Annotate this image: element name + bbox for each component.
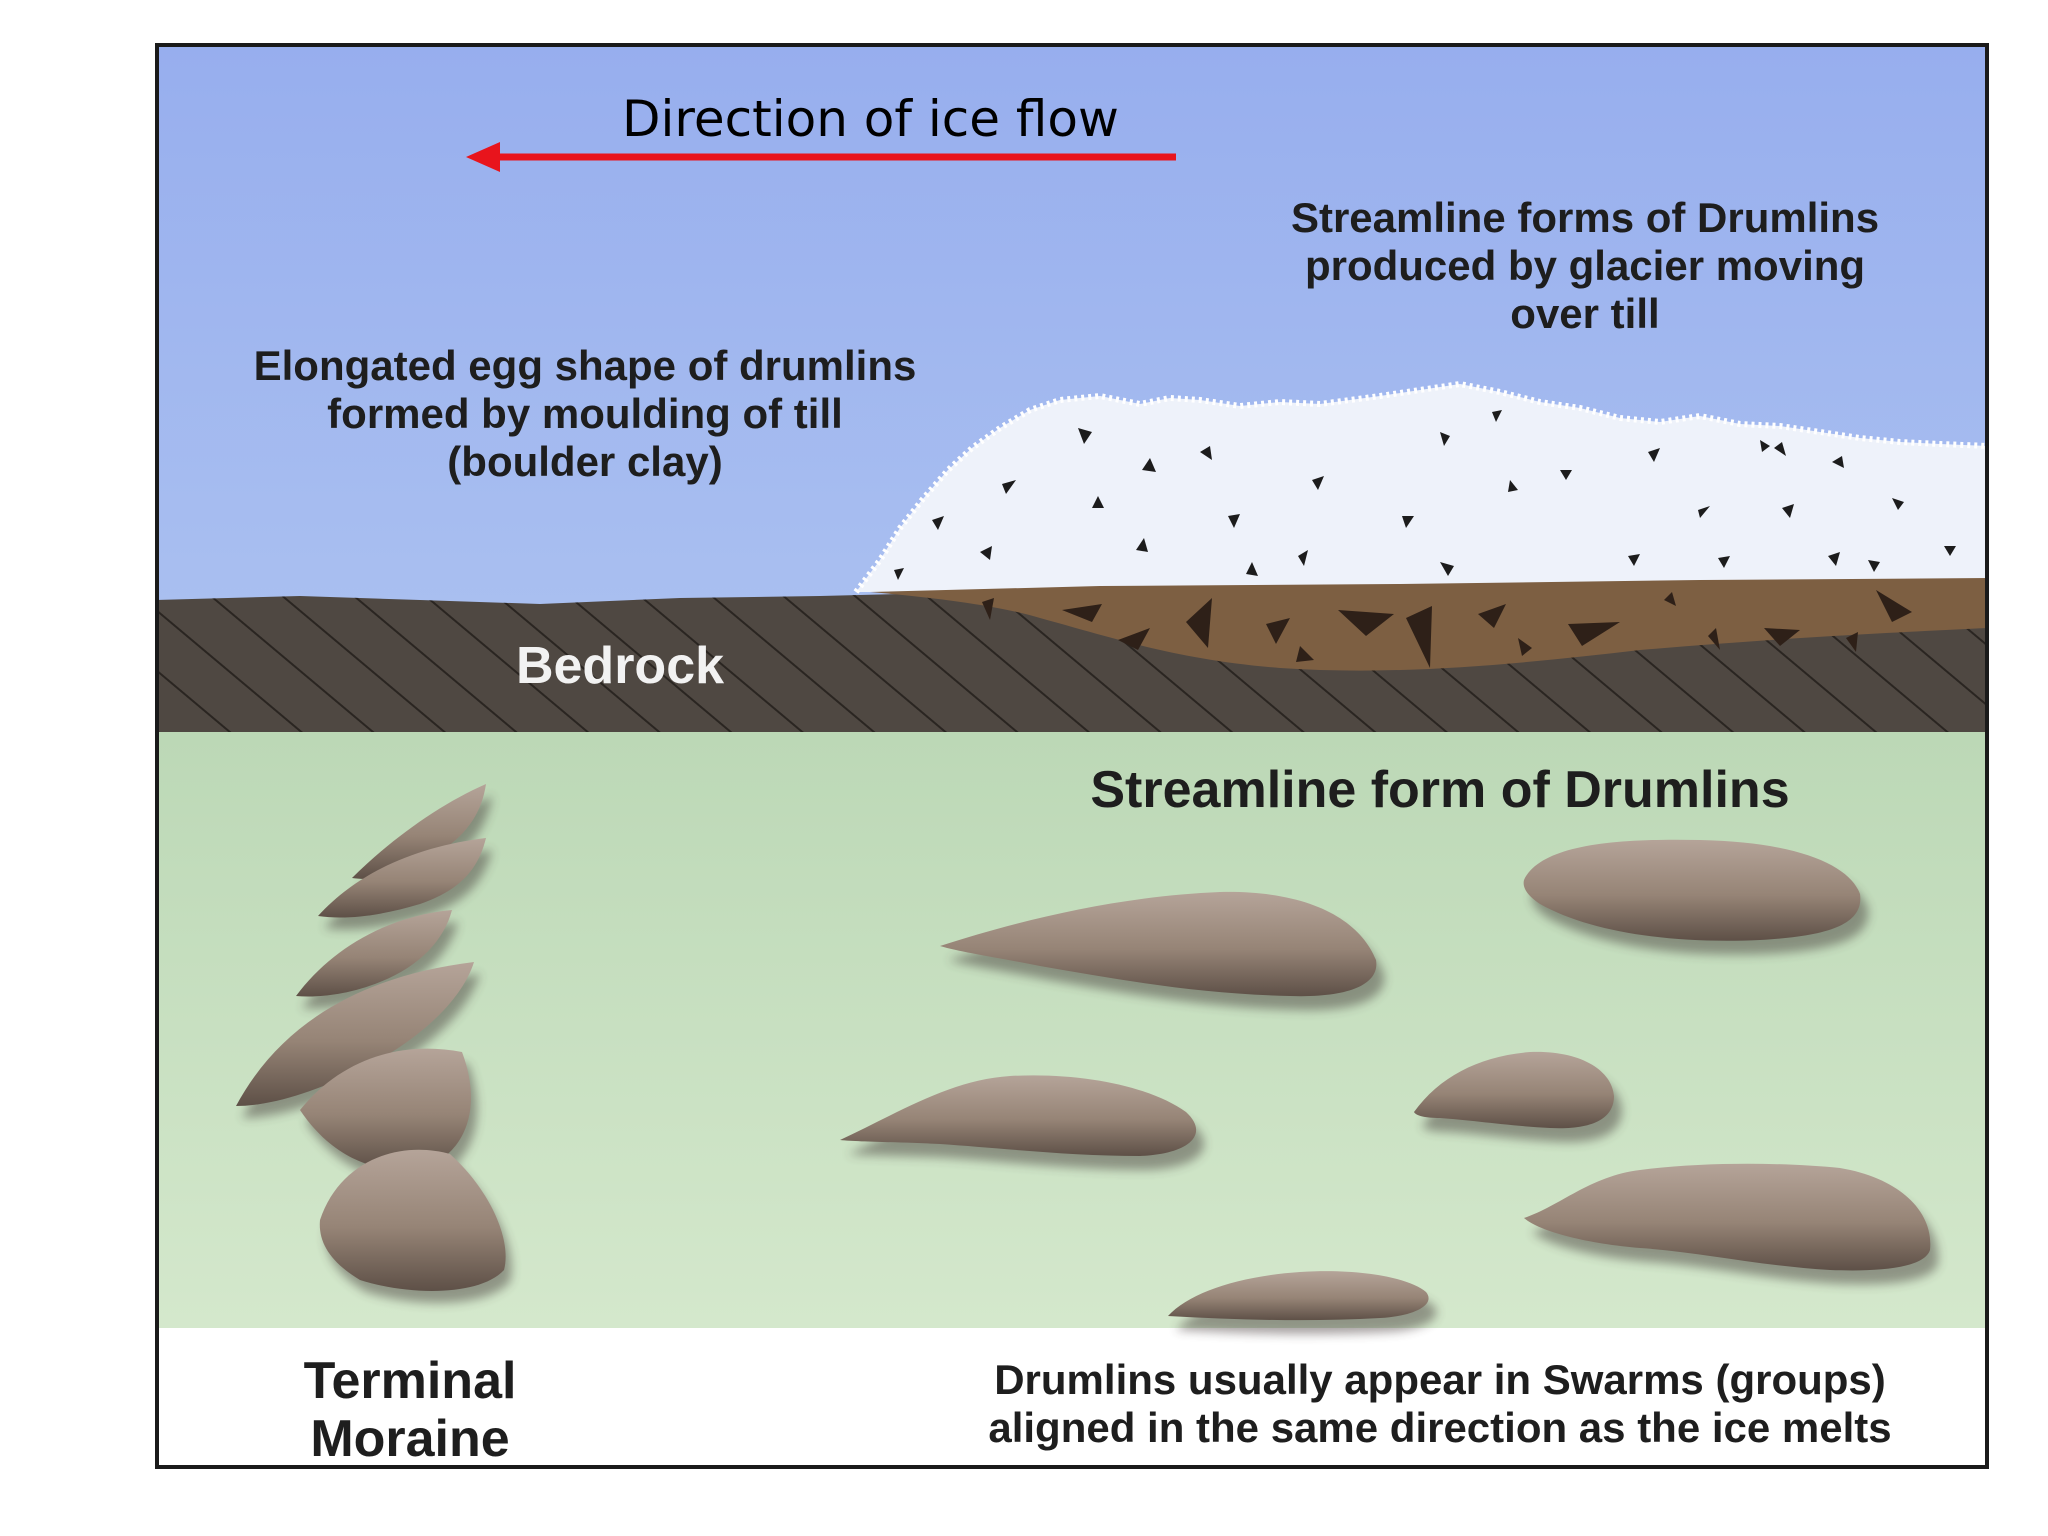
boulder-icon	[1246, 562, 1258, 576]
terminal-moraine	[236, 784, 512, 1303]
drumlin	[1414, 1051, 1614, 1129]
boulder-icon	[1002, 480, 1016, 494]
boulder-icon	[1508, 480, 1518, 492]
boulder-icon	[1648, 448, 1660, 462]
till-boulders	[982, 590, 1912, 668]
boulder-icon	[1312, 476, 1324, 490]
boulder-icon	[1760, 440, 1770, 452]
ice-boulders	[894, 410, 1956, 580]
boulder-icon	[1440, 562, 1454, 576]
drumlin	[1524, 1163, 1931, 1271]
boulder-icon	[1828, 552, 1840, 566]
streamline-forms-label: Streamline forms of Drumlins produced by…	[1290, 194, 1880, 337]
moraine-ridge	[319, 1149, 506, 1291]
boulder-icon	[1718, 556, 1730, 568]
moraine-ridge	[300, 1048, 471, 1170]
boulder-icon	[980, 546, 992, 560]
boulder-icon	[1832, 456, 1844, 468]
swarms-caption: Drumlins usually appear in Swarms (group…	[988, 1356, 1892, 1451]
moraine-ridge	[318, 838, 486, 918]
boulder-icon	[1078, 428, 1092, 444]
boulder-icon	[1782, 504, 1794, 518]
boulder-icon	[1944, 546, 1956, 556]
drumlin	[940, 891, 1377, 997]
moraine-ridge	[236, 962, 474, 1106]
boulder-icon	[1440, 432, 1450, 446]
moraine-ridge	[352, 784, 486, 879]
boulder-icon	[1628, 554, 1640, 566]
drumlin	[1523, 839, 1861, 941]
streamline-form-label: Streamline form of Drumlins	[1090, 761, 1790, 819]
drumlin	[840, 1075, 1197, 1156]
bedrock-label: Bedrock	[515, 637, 725, 695]
terminal-moraine-label: Terminal Moraine	[303, 1352, 517, 1468]
boulder-icon	[1298, 550, 1308, 566]
boulder-icon	[1868, 560, 1880, 572]
drumlin-swarm	[840, 839, 1939, 1335]
caption-band	[156, 1328, 1988, 1468]
glacier-edge	[853, 380, 1988, 594]
boulder-icon	[1136, 538, 1148, 552]
boulder-icon	[932, 516, 944, 530]
diagram-frame	[155, 43, 1989, 1469]
ice-flow-direction-label: Direction of ice flow	[622, 90, 1119, 148]
flow-arrow-icon	[466, 142, 1176, 172]
boulder-icon	[1142, 458, 1156, 472]
boulder-icon	[1402, 516, 1414, 528]
moraine-ridge	[296, 910, 452, 997]
drumlin	[1168, 1271, 1429, 1321]
glacier-ice	[856, 384, 1988, 592]
elongated-shape-label: Elongated egg shape of drumlins formed b…	[253, 342, 917, 485]
boulder-icon	[1492, 410, 1502, 422]
boulder-icon	[1774, 442, 1786, 456]
boulder-icon	[894, 568, 904, 580]
boulder-icon	[1698, 506, 1710, 518]
boulder-icon	[1892, 498, 1904, 510]
boulder-icon	[1228, 514, 1240, 528]
boulder-icon	[1560, 470, 1572, 480]
boulder-icon	[1092, 496, 1104, 508]
boulder-icon	[1200, 446, 1212, 460]
